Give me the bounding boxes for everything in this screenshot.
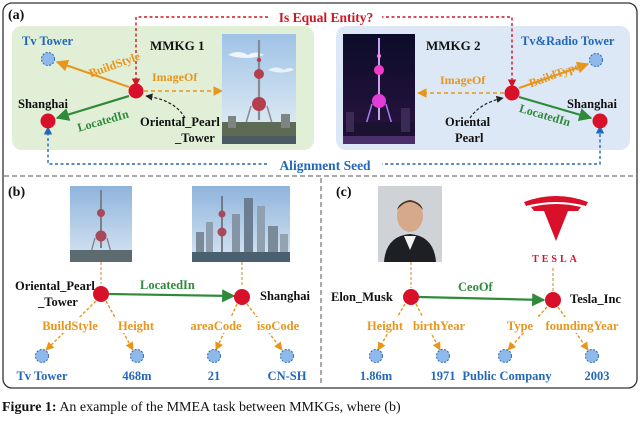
panel-b-value-2: 468m <box>122 369 152 383</box>
panel-b-oriental-pearl-node <box>93 286 109 302</box>
kg1-entity-pointer <box>145 93 186 119</box>
panel-c-value-4: 2003 <box>585 369 610 383</box>
kg2-oriental-pearl-node <box>504 85 520 101</box>
panel-c-ceoof-label: CeoOf <box>458 280 494 294</box>
equal-entity-link <box>131 16 517 88</box>
kg2-locatedin-edge <box>518 95 593 122</box>
kg2-imageof-label: ImageOf <box>440 73 486 87</box>
panel-b-tower-photo <box>70 186 132 262</box>
panel-b-locatedin-label: LocatedIn <box>140 278 195 292</box>
panel-b-entity-name-line1: Oriental_Pearl <box>15 279 95 293</box>
caption-label: Figure 1: <box>2 400 57 415</box>
kg2-shanghai-node <box>592 113 608 129</box>
kg1-locatedin-edge <box>55 94 130 121</box>
kg2-tv-radio-tower-label: Tv&Radio Tower <box>521 34 615 48</box>
panel-b-entity-name-line2: _Tower <box>37 295 78 309</box>
kg1-oriental-pearl-node <box>128 83 144 99</box>
panel-b-attr-isocode: isoCode <box>257 319 300 333</box>
panel-b-shanghai-label: Shanghai <box>260 289 311 303</box>
question-bg <box>270 8 382 26</box>
panel-c-attr-type: Type <box>507 319 534 333</box>
alignment-seed-label: Alignment Seed <box>279 158 371 173</box>
kg1-entity-name-line2: _Tower <box>174 131 215 145</box>
panel-b-value-node-2 <box>130 349 144 363</box>
kg1-shanghai-label: Shanghai <box>18 97 69 111</box>
kg1-entity-name-line1: Oriental_Pearl <box>140 115 220 129</box>
panel-c-label: (c) <box>336 185 352 200</box>
tesla-logo-text: TESLA <box>532 254 580 265</box>
mmkg2-title: MMKG 2 <box>426 38 481 53</box>
kg2-buildtype-edge <box>518 61 590 89</box>
panel-c-tesla-node <box>545 292 561 308</box>
panel-c-value-3: Public Company <box>462 369 552 383</box>
panel-c-attr-height: Height <box>367 319 404 333</box>
kg2-entity-name-line2: Pearl <box>455 131 484 145</box>
panel-c-value-node-2 <box>436 349 450 363</box>
panel-c-portrait-photo <box>378 186 442 262</box>
kg1-buildstyle-edge <box>55 59 130 88</box>
panel-c-value-node-3 <box>498 349 512 363</box>
figure-caption: Figure 1: An example of the MMEA task be… <box>2 400 640 416</box>
tesla-logo: TESLA <box>524 196 588 265</box>
kg1-shanghai-node <box>40 113 56 129</box>
panel-b-attr-height: Height <box>118 319 155 333</box>
panel-b-value-4: CN-SH <box>268 369 307 383</box>
panel-c-elon-node <box>403 289 419 305</box>
kg1-tv-tower-node <box>41 52 55 66</box>
kg1-tower-photo <box>222 34 296 144</box>
panel-b-shanghai-node <box>234 289 250 305</box>
kg2-tower-photo <box>343 34 415 144</box>
panel-c-tesla-label: Tesla_Inc <box>570 292 621 306</box>
caption-text: An example of the MMEA task between MMKG… <box>59 400 401 415</box>
panel-b-skyline-photo <box>192 186 290 262</box>
panel-c-value-node-1 <box>369 349 383 363</box>
panel-b-label: (b) <box>8 185 25 200</box>
kg2-entity-pointer <box>469 95 504 119</box>
kg2-tv-radio-tower-node <box>589 53 603 67</box>
panel-c-attr-birthyear: birthYear <box>413 319 466 333</box>
panel-b-value-node-3 <box>207 349 221 363</box>
panel-c-ceoof-edge <box>418 293 546 307</box>
mmkg1-title: MMKG 1 <box>150 38 205 53</box>
panel-b-value-node-4 <box>280 349 294 363</box>
panel-c-value-node-4 <box>585 349 599 363</box>
alignment-seed-link <box>43 125 605 165</box>
panel-b-attr-buildstyle: BuildStyle <box>42 319 98 333</box>
panel-c-value-2: 1971 <box>431 369 456 383</box>
panel-a-label: (a) <box>8 8 25 23</box>
kg1-imageof-label: ImageOf <box>152 70 198 84</box>
panel-c-entity-label: Elon_Musk <box>331 290 393 304</box>
kg1-tv-tower-label: Tv Tower <box>22 34 74 48</box>
panel-b-attr-areacode: areaCode <box>190 319 242 333</box>
panel-b-value-1: Tv Tower <box>16 369 68 383</box>
panel-b-value-3: 21 <box>208 369 221 383</box>
seed-bg <box>268 156 382 173</box>
equal-entity-question: Is Equal Entity? <box>279 10 374 25</box>
kg2-entity-name-line1: Oriental <box>445 115 491 129</box>
panel-b-locatedin-edge <box>108 289 236 303</box>
panel-c-value-1: 1.86m <box>360 369 393 383</box>
kg2-shanghai-label: Shanghai <box>567 97 618 111</box>
panel-c-attr-foundingyear: foundingYear <box>546 319 619 333</box>
panel-b-value-node-1 <box>35 349 49 363</box>
